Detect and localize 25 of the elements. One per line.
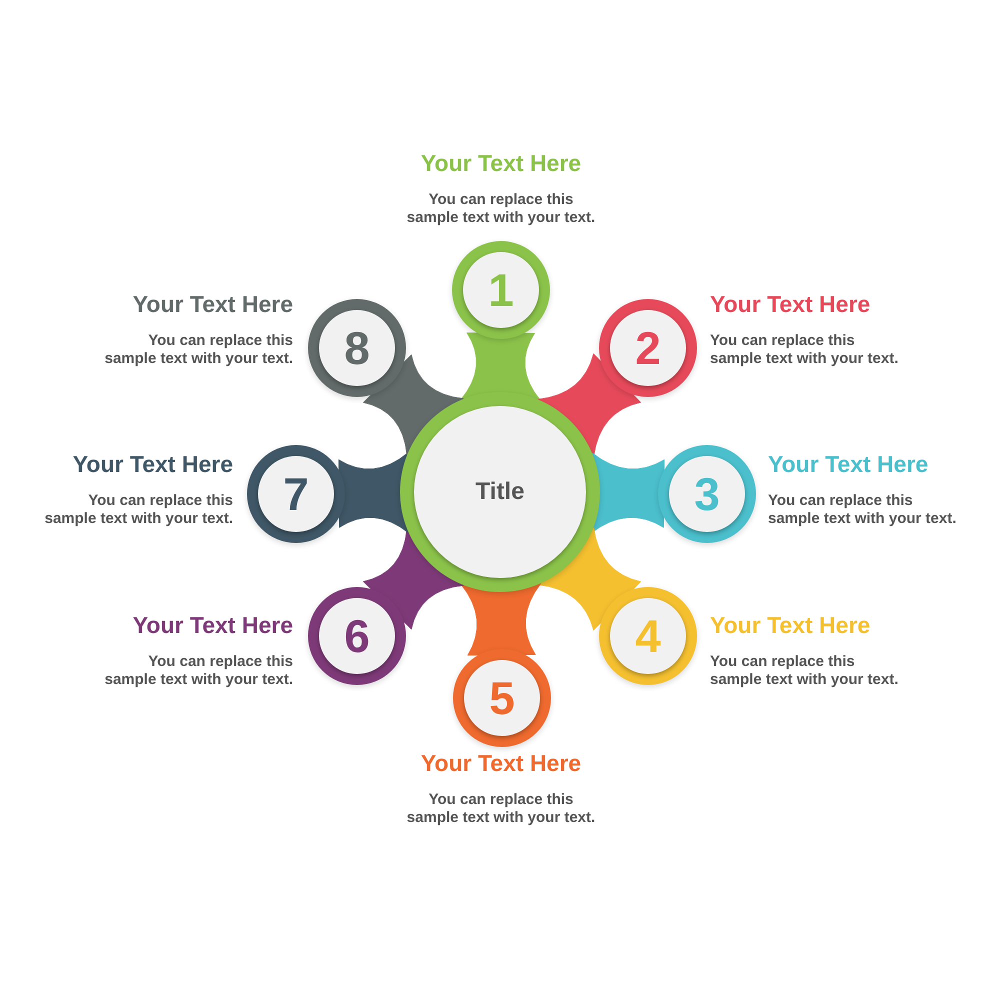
step-description: You can replace this sample text with your text. [104,332,293,368]
step-description: You can replace this sample text with your text. [406,791,596,827]
title-text: Title [476,478,524,506]
step-heading: Your Text Here [710,612,870,639]
step-number: 8 [344,321,370,375]
step-heading: Your Text Here [132,291,293,318]
step-heading: Your Text Here [768,451,928,478]
step-heading: Your Text Here [710,291,870,318]
step-heading: Your Text Here [420,750,582,777]
step-number: 7 [283,467,309,521]
step-description: You can replace this sample text with your text. [104,653,293,689]
step-number: 2 [635,321,661,375]
step-description: You can replace this sample text with your text. [44,492,233,528]
step-description: You can replace this sample text with your text. [710,653,900,689]
step-number: 6 [344,609,370,663]
step-description: You can replace this sample text with your text. [406,191,596,227]
step-number: 3 [694,467,720,521]
step-number: 1 [488,263,514,317]
step-description: You can replace this sample text with your text. [768,492,958,528]
step-heading: Your Text Here [132,612,293,639]
step-number: 4 [635,609,661,663]
step-description: You can replace this sample text with your text. [710,332,900,368]
step-heading: Your Text Here [72,451,233,478]
step-number: 5 [489,671,515,725]
step-heading: Your Text Here [420,150,582,177]
